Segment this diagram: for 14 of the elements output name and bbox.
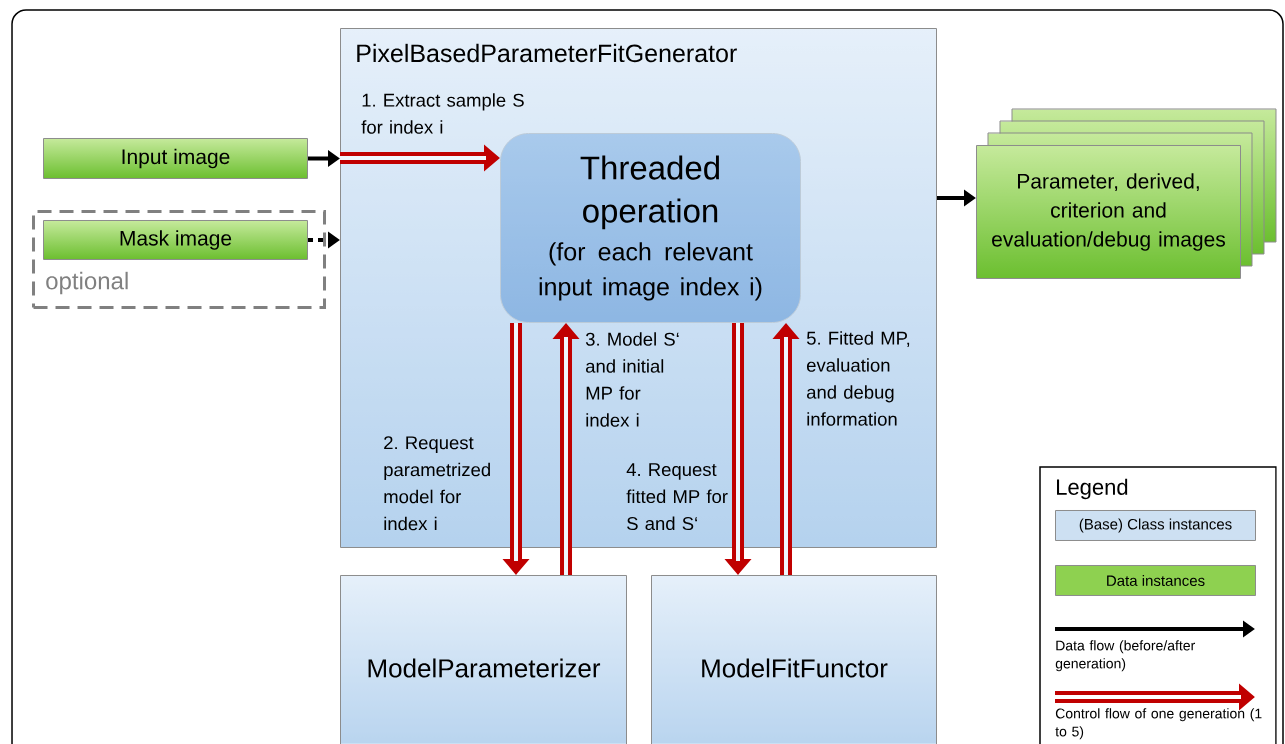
edge-label: 2. Request parametrized model for index i: [384, 436, 490, 531]
stacked-boxes: Parameter, derived, criterion and evaluation/debug images: [976, 108, 1277, 279]
edge-label: 3. Model S‘ and initial MP for index i: [585, 332, 679, 427]
data-box: Mask image: [43, 220, 308, 260]
edge-label: 5. Fitted MP, evaluation and debug information: [806, 331, 910, 426]
class-box: ModelParameterizer: [340, 575, 627, 744]
legend-title: Legend: [1057, 478, 1128, 500]
legend-text: Data flow (before/after generation): [1055, 640, 1195, 672]
edge-label: 4. Request fitted MP for S and S‘: [626, 463, 728, 531]
operation-box: Threaded operation (for each relevant input image index i): [500, 133, 801, 323]
legend-text: Control flow of one generation (1 to 5): [1055, 708, 1262, 740]
edge-label: 1. Extract sample S for index i: [361, 93, 524, 134]
class-box: ModelFitFunctor: [651, 575, 937, 744]
data-box: Input image: [43, 138, 308, 179]
